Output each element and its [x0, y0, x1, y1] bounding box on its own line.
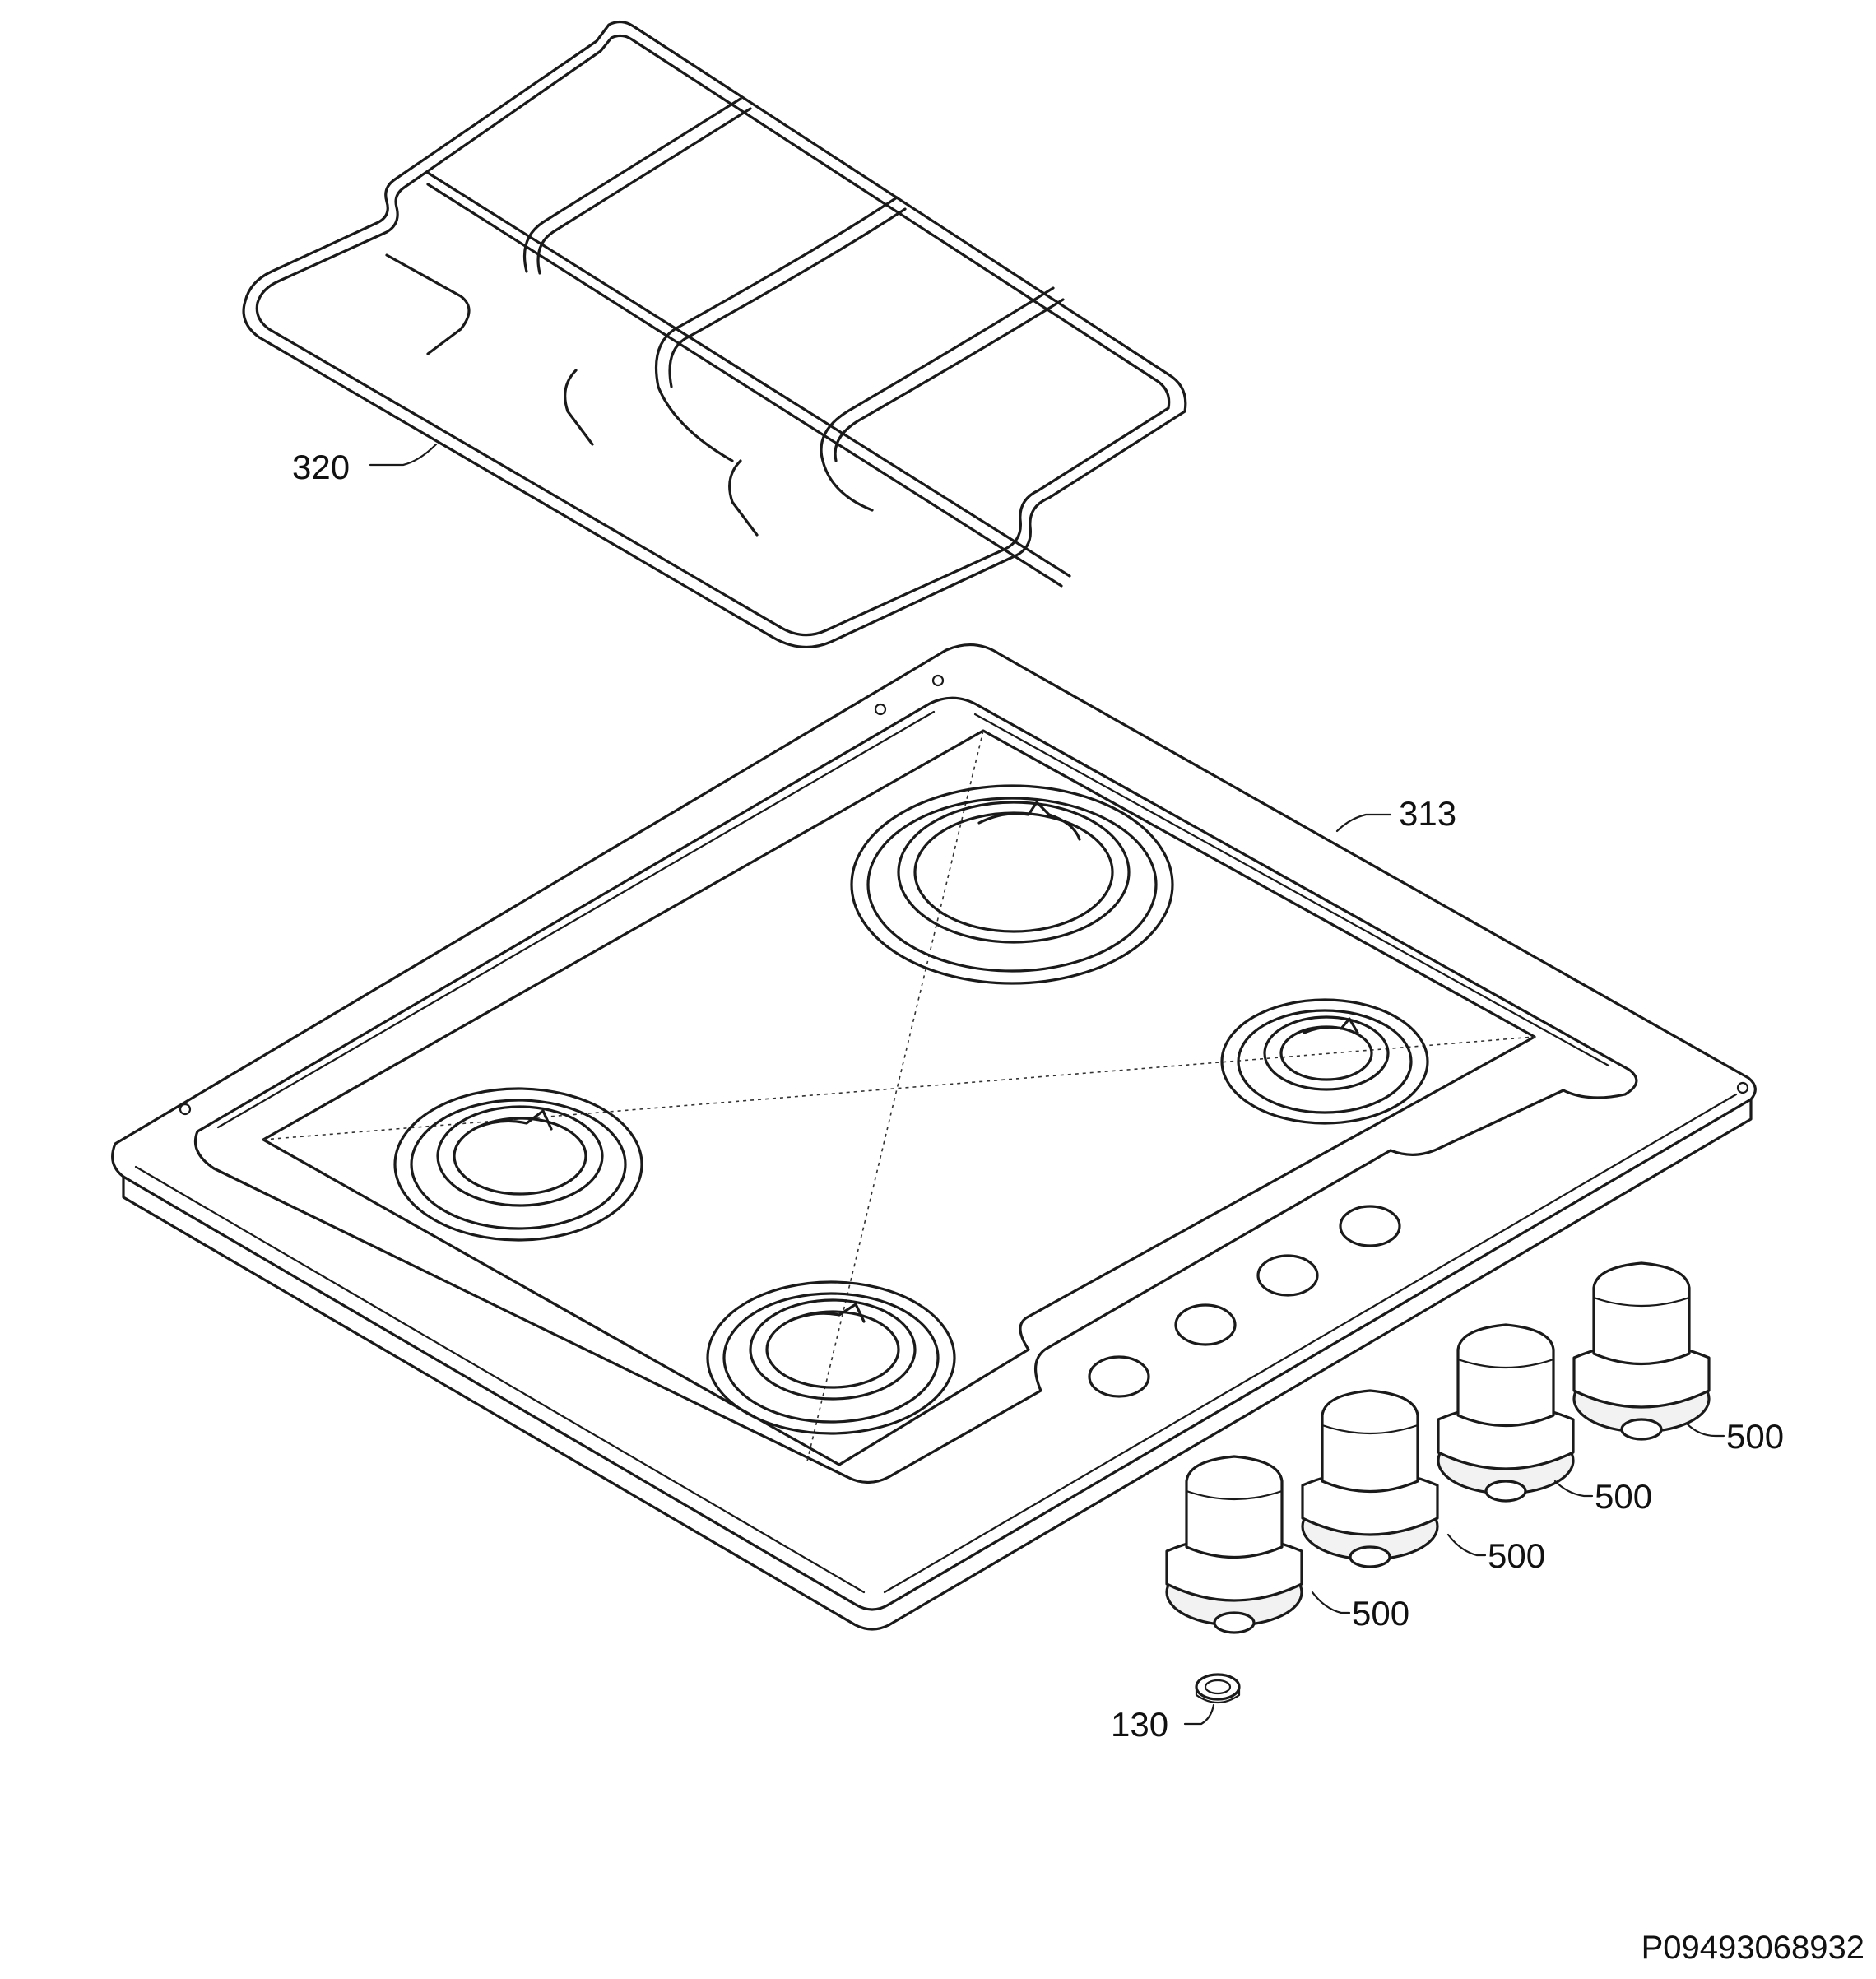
callout-500-knob-1: 500: [1352, 1594, 1409, 1633]
knob-2: [1301, 1389, 1439, 1568]
knob-4: [1572, 1261, 1711, 1441]
hob-top-panel: [111, 643, 1757, 1631]
burner-rear-large: [850, 784, 1174, 985]
callout-320: 320: [292, 448, 350, 486]
knob-holes: [1088, 1205, 1401, 1398]
burner-right-small: [1220, 998, 1429, 1125]
callout-500-knob-3: 500: [1595, 1477, 1652, 1516]
knob-3: [1437, 1323, 1575, 1503]
burner-left: [393, 1087, 643, 1242]
burner-front: [706, 1280, 956, 1435]
callout-313: 313: [1399, 794, 1456, 833]
leader-lines: [369, 443, 1725, 1726]
ring-part: [1195, 1673, 1241, 1704]
knob-1: [1165, 1455, 1303, 1634]
drawing-code: P09493068932: [1641, 1930, 1864, 1966]
pan-support-grid: [242, 20, 1187, 649]
callout-500-knob-2: 500: [1488, 1536, 1545, 1575]
callout-500-knob-4: 500: [1726, 1417, 1784, 1456]
callout-130: 130: [1111, 1705, 1168, 1744]
